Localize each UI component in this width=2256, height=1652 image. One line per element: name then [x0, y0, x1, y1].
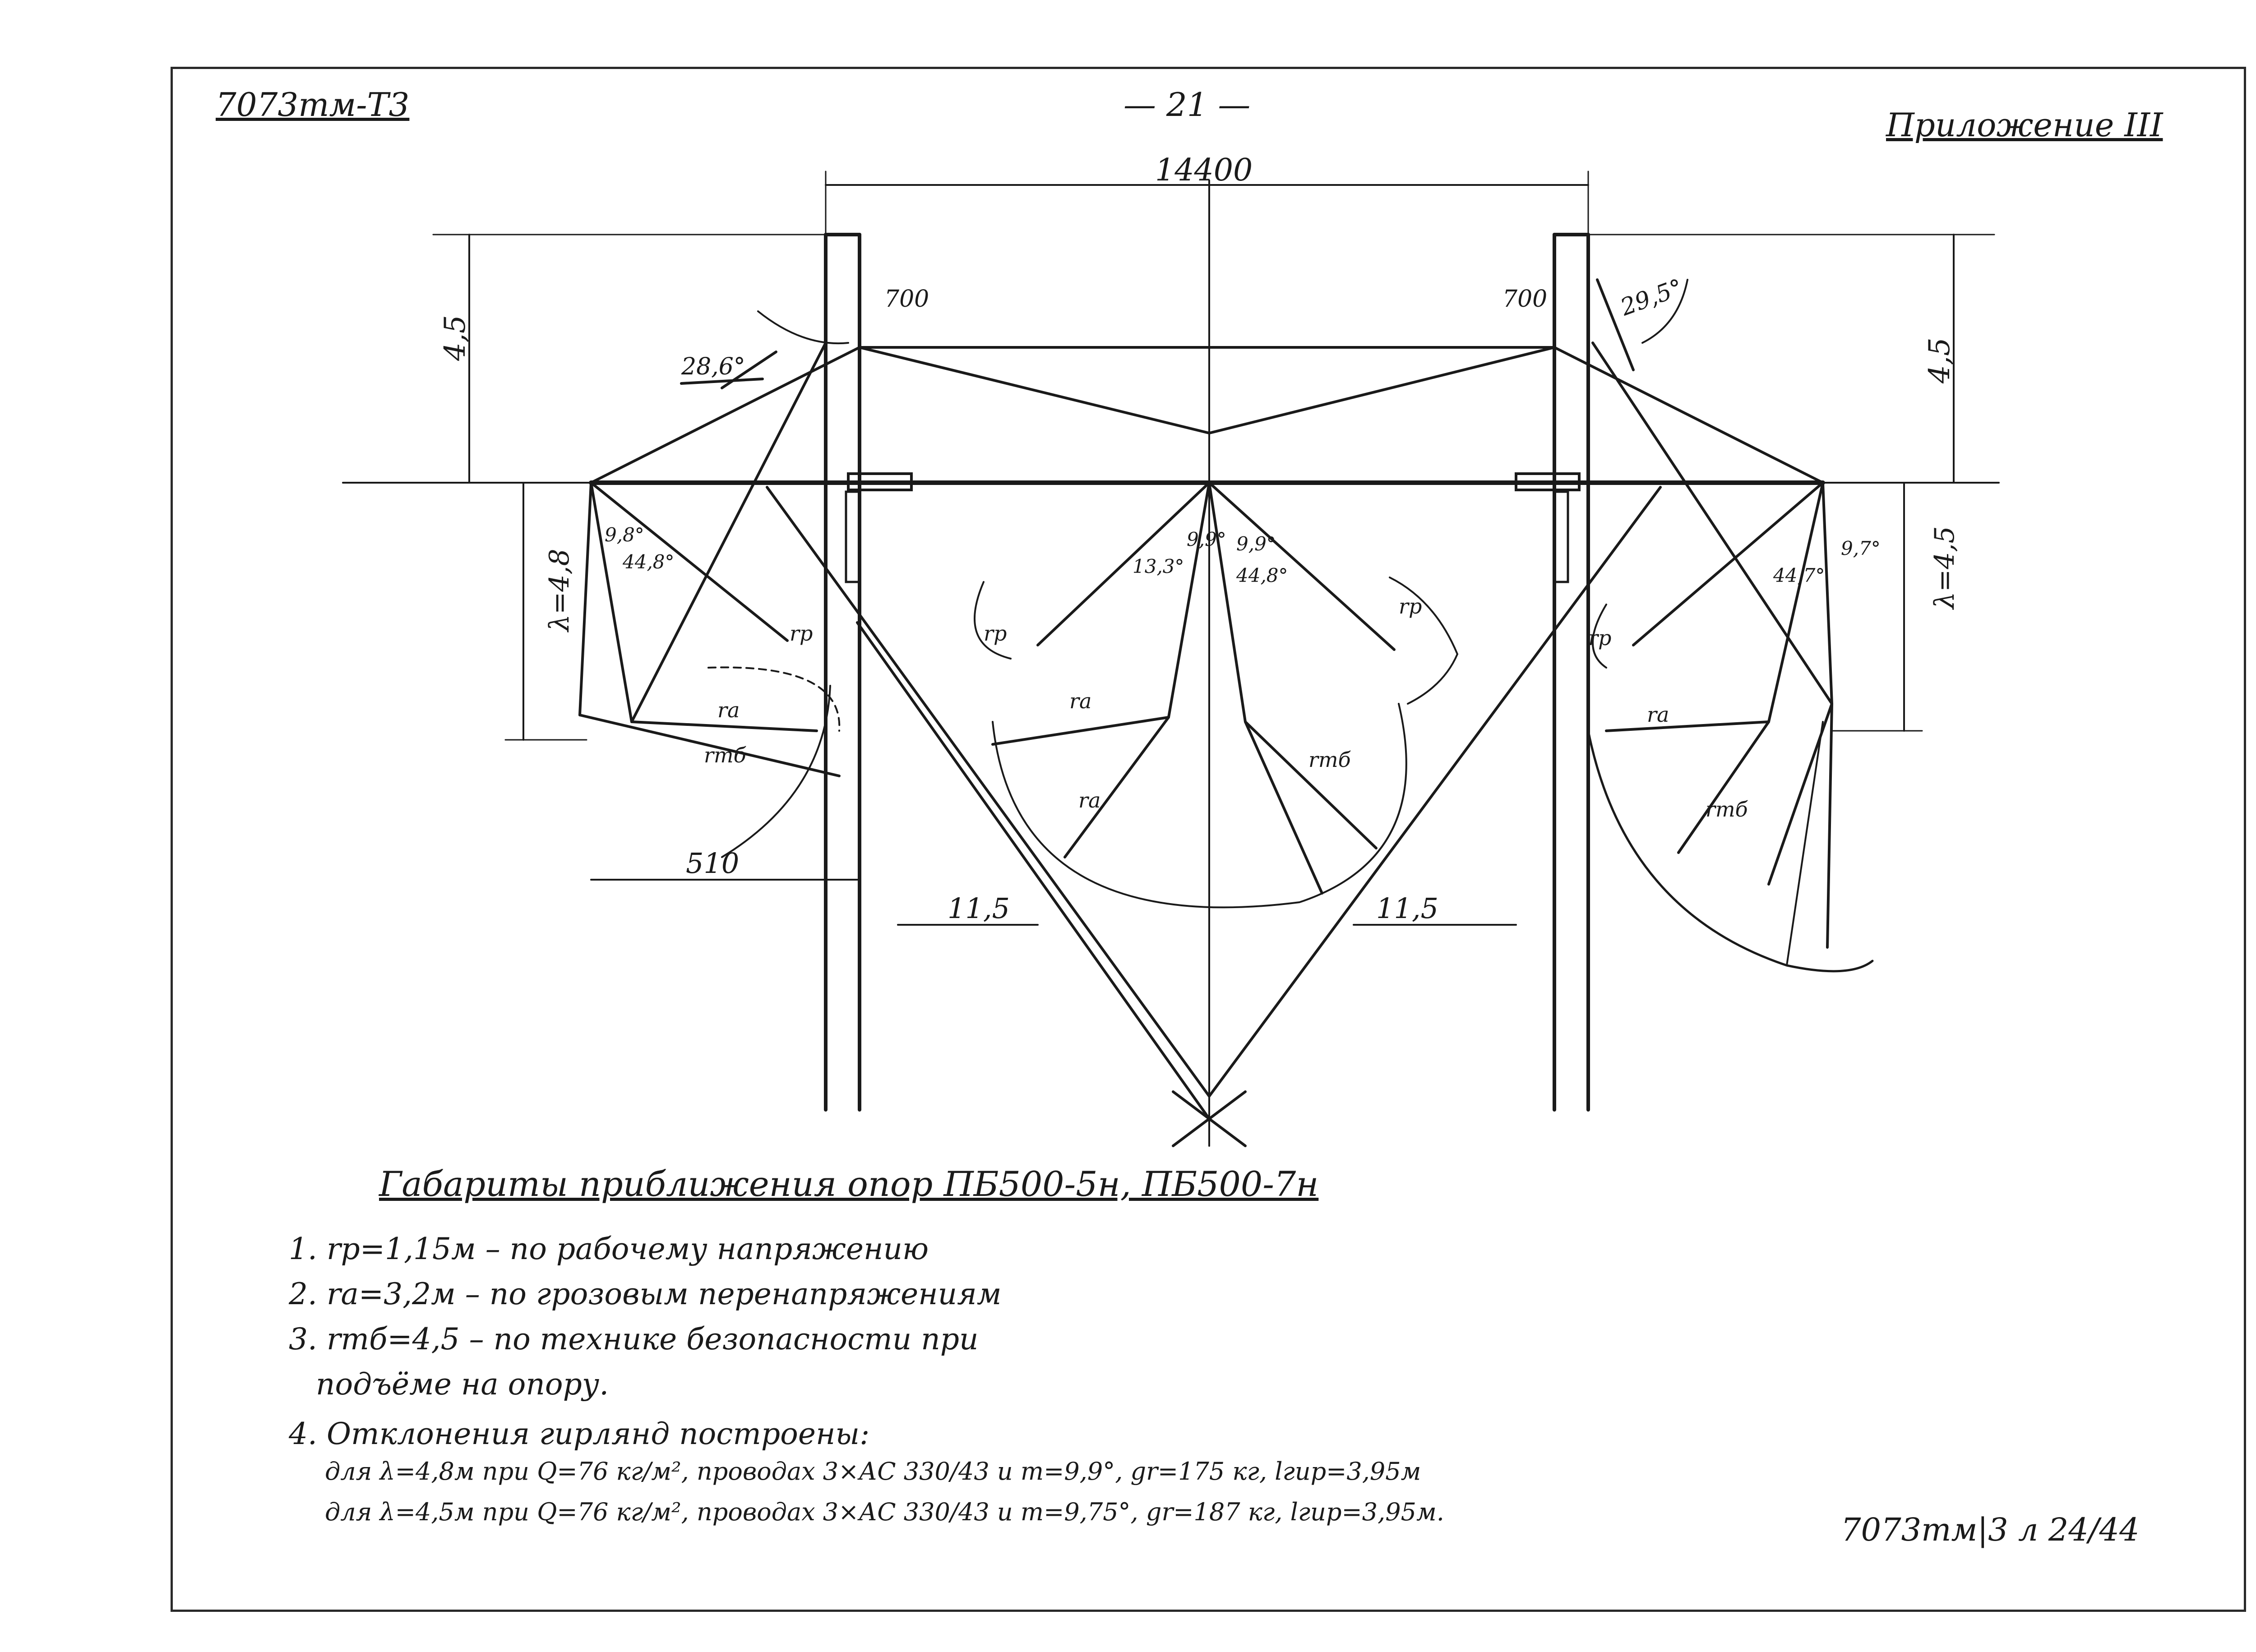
radius-rp-left: rp — [790, 621, 813, 646]
angle-label-d: 9,9° — [1187, 528, 1226, 550]
angle-label-b: 44,8° — [622, 551, 675, 573]
note-2: 2. ra=3,2м – по грозовым перенапряжениям — [289, 1277, 1002, 1311]
radius-rp-right: rp — [1588, 626, 1611, 650]
notes-title: Габариты приближения опор ПБ500-5н, ПБ50… — [379, 1164, 1319, 1204]
radius-ra-left: ra — [717, 698, 740, 722]
angle-right-label: 29,5° — [1617, 274, 1687, 321]
offset-dimension-left: 510 — [686, 847, 739, 880]
height-dimension-left: 4,5 — [439, 315, 472, 361]
angle-label-c: 13,3° — [1133, 555, 1184, 577]
left-insulator-geometry — [578, 341, 841, 777]
appendix-label: Приложение III — [1886, 106, 2163, 144]
angle-left-label: 28,6° — [681, 353, 745, 380]
drawing-frame — [171, 67, 2246, 1612]
right-tower — [1515, 233, 1590, 1112]
note-3-continued: подъёме на опору. — [316, 1367, 609, 1402]
radius-rtb-right: rтб — [1706, 797, 1748, 821]
height-dimension-right: 4,5 — [1923, 337, 1956, 384]
angle-label-f: 44,8° — [1236, 564, 1288, 586]
angle-label-g: 44,7° — [1773, 564, 1825, 586]
note-1: 1. rp=1,15м – по рабочему напряжению — [289, 1232, 929, 1266]
radius-rp-center-right: rp — [1399, 594, 1422, 618]
offset-700-left: 700 — [884, 286, 929, 313]
span-dimension: 14400 — [1155, 152, 1253, 188]
center-insulator-geometry — [991, 481, 1396, 895]
lambda-left-label: λ=4,8 — [544, 549, 575, 632]
note-4: 4. Отклонения гирлянд построены: — [289, 1417, 870, 1451]
note-4-case-1: для λ=4,8м при Q=76 кг/м², проводах 3×АС… — [325, 1457, 1421, 1486]
document-code: 7073тм-Т3 — [216, 86, 410, 124]
radius-ra-center-lower: ra — [1078, 788, 1100, 812]
note-4-case-2: для λ=4,5м при Q=76 кг/м², проводах 3×АС… — [325, 1498, 1444, 1526]
half-span-left: 11,5 — [948, 892, 1010, 925]
page-number: — 21 — — [1123, 86, 1251, 124]
upper-frame — [589, 346, 1825, 485]
sheet-reference: 7073тм|3 л 24/44 — [1841, 1511, 2140, 1548]
radius-ra-right: ra — [1647, 702, 1669, 727]
right-insulator-geometry — [1591, 278, 1833, 949]
angle-label-a: 9,8° — [605, 524, 644, 546]
center-v-lines — [766, 486, 1662, 1147]
radius-rp-center-left: rp — [984, 621, 1007, 646]
angle-label-e: 9,9° — [1236, 533, 1276, 555]
radius-rtb-center: rтб — [1308, 748, 1351, 772]
note-3: 3. rтб=4,5 – по технике безопасности при — [289, 1322, 979, 1357]
lambda-right-label: λ=4,5 — [1929, 526, 1960, 610]
radius-rtb-left: rтб — [704, 743, 747, 767]
offset-700-right: 700 — [1502, 286, 1547, 313]
half-span-right: 11,5 — [1376, 892, 1438, 925]
angle-label-h: 9,7° — [1841, 537, 1881, 559]
left-tower — [824, 233, 913, 1112]
radius-ra-center: ra — [1069, 689, 1091, 713]
